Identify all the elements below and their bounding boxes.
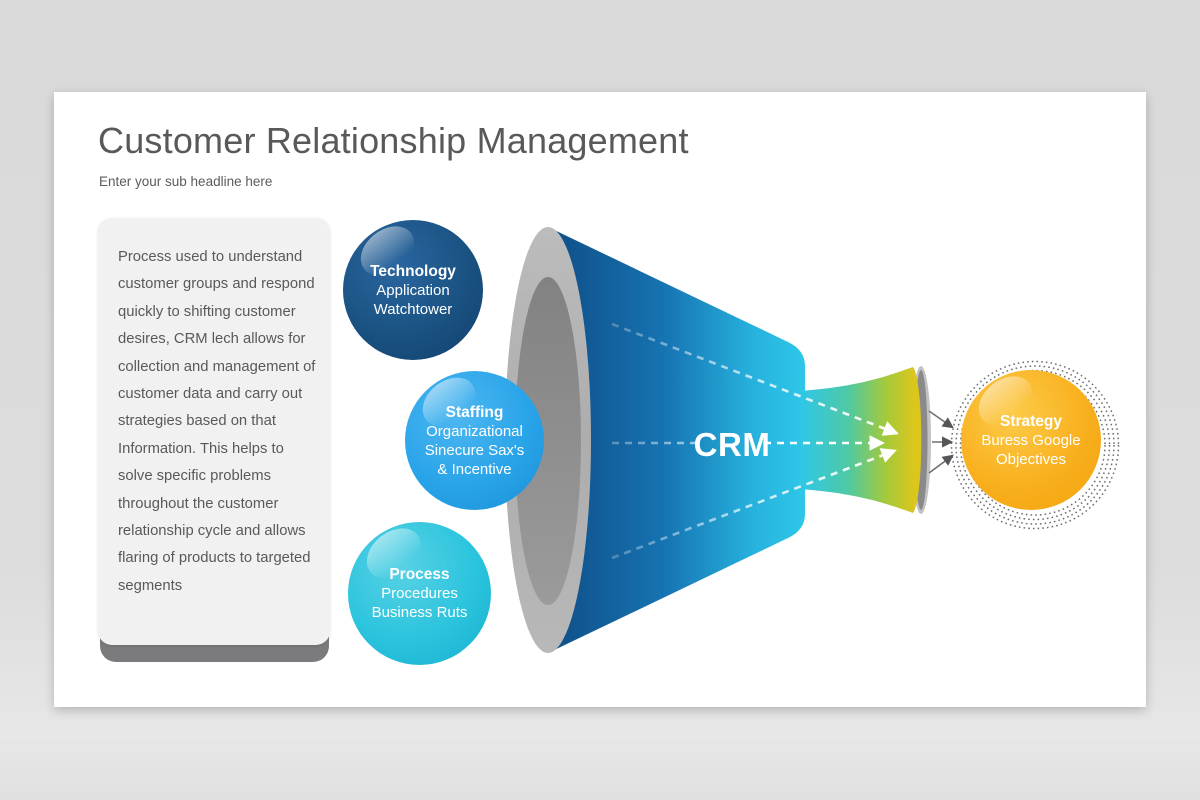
connector-arrow-top	[928, 410, 954, 429]
funnel-mouth-inner	[515, 277, 581, 605]
description-text: Process used to understand customer grou…	[118, 249, 316, 594]
slide-title: Customer Relationship Management	[98, 120, 689, 161]
bubble-process-title: Process	[389, 566, 450, 583]
bubble-strategy: Strategy Buress Google Objectives	[961, 370, 1101, 510]
bubble-strategy-title: Strategy	[999, 412, 1063, 430]
bubble-process: Process Procedures Business Ruts	[348, 522, 491, 665]
dashed-arrow-top	[611, 322, 899, 436]
bubble-staffing-title: Staffing	[445, 403, 504, 421]
connector-arrow-bottom	[928, 454, 954, 474]
bubble-technology-text: Application Watchtower	[373, 281, 453, 318]
bubble-technology: Technology Application Watchtower	[343, 220, 483, 360]
bubble-technology-title: Technology	[370, 262, 456, 280]
dashed-arrow-bottom	[611, 448, 897, 560]
slide-subtitle: Enter your sub headline here	[99, 174, 273, 189]
bubble-staffing: Staffing Organizational Sinecure Sax's &…	[405, 371, 544, 510]
description-card: Process used to understand customer grou…	[98, 218, 330, 645]
bubble-strategy-text: Buress Google Objectives	[981, 431, 1081, 468]
funnel-cone	[548, 227, 805, 653]
funnel-bell	[800, 367, 922, 513]
funnel-crm-label: CRM	[693, 426, 771, 463]
bubble-process-text: Procedures Business Ruts	[371, 585, 468, 621]
bubble-staffing-text: Organizational Sinecure Sax's & Incentiv…	[424, 422, 525, 478]
